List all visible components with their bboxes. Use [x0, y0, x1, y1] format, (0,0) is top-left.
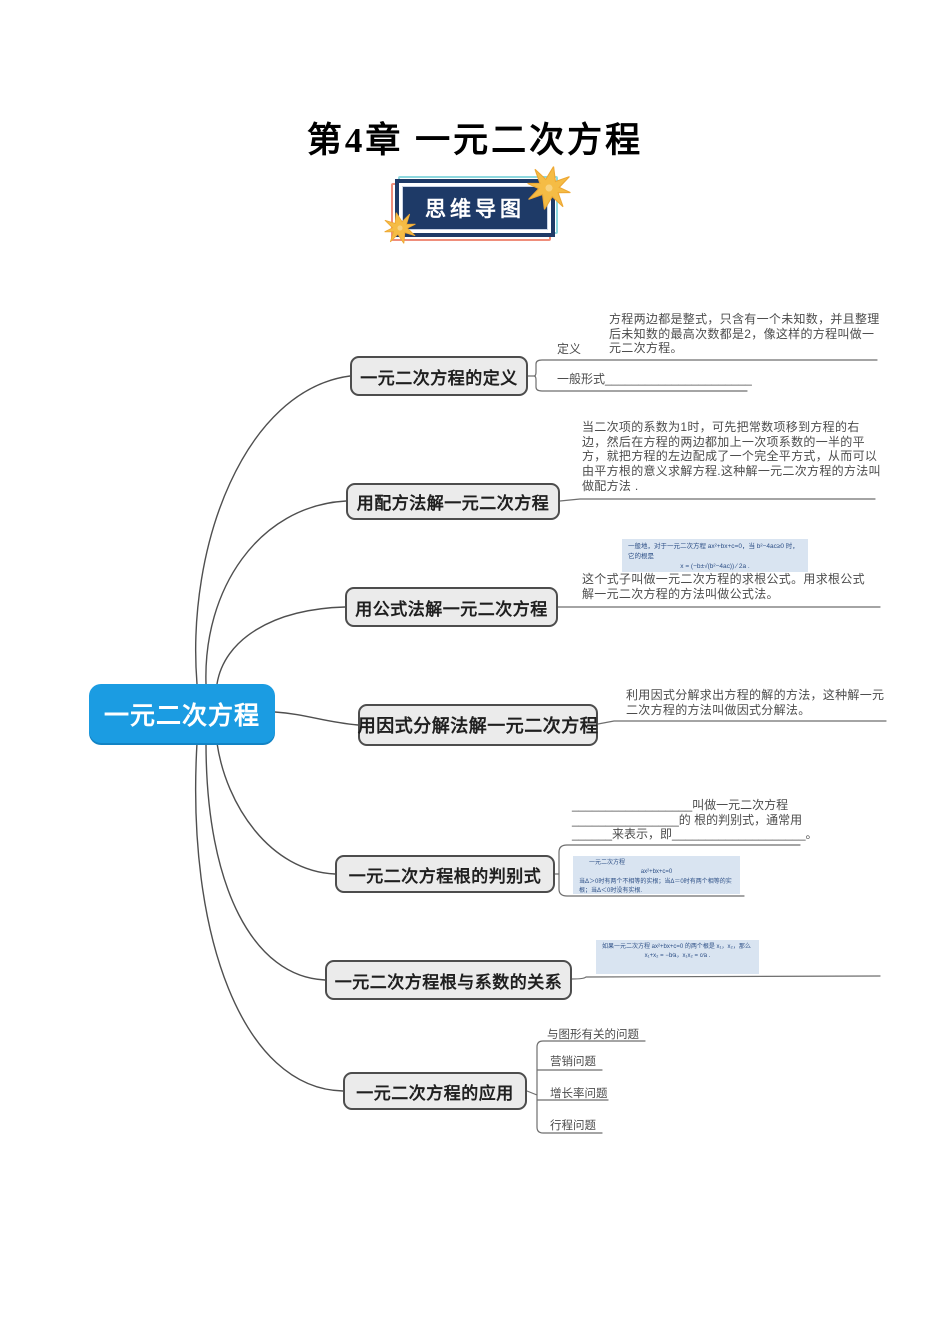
curve-to-definition	[195, 375, 351, 685]
vieta-box-formulas: x₁+x₂ = −b∕a，x₁x₂ = c∕a .	[644, 953, 711, 960]
formula-method-box: 一般地，对于一元二次方程 ax²+bx+c=0，当 b²−4ac≥0 时，它的根…	[622, 539, 808, 572]
vieta-underline	[571, 975, 881, 980]
discriminant-box-title: 一元二次方程	[589, 860, 626, 866]
badge-core: 思维导图	[395, 179, 555, 237]
star-icon	[527, 164, 571, 212]
branch-node-completing-square: 用配方法解一元二次方程	[346, 483, 560, 520]
page-title: 第4章 一元二次方程	[306, 121, 644, 160]
branch-node-applications: 一元二次方程的应用	[343, 1072, 527, 1110]
factoring-text: 利用因式分解求出方程的解的方法，这种解一元二次方程的方法叫做因式分解法。	[626, 688, 885, 717]
curve-to-applications	[194, 742, 344, 1092]
factoring-underline	[597, 720, 887, 725]
application-item-travel: 行程问题	[550, 1120, 596, 1132]
root-node-label: 一元二次方程	[103, 701, 260, 730]
definition-text: 方程两边都是整式，只含有一个未知数，并且整理后未知数的最高次数都是2，像这样的方…	[609, 312, 880, 356]
vieta-box: 如果一元二次方程 ax²+bx+c=0 的两个根是 x₁，x₂，那么 x₁+x₂…	[596, 940, 759, 974]
quadratic-formula: x = (−b±√(b²−4ac)) ∕ 2a .	[680, 563, 750, 571]
application-item-geometry: 与图形有关的问题	[547, 1029, 639, 1041]
curve-to-discriminant	[216, 742, 336, 875]
curve-to-factoring	[274, 711, 359, 726]
definition-general-form: 一般形式______________________	[557, 372, 752, 386]
formula-box-statement: 一般地，对于一元二次方程 ax²+bx+c=0，当 b²−4ac≥0 时，它的根…	[628, 543, 799, 561]
branch-node-factoring: 用因式分解法解一元二次方程	[358, 704, 598, 746]
formula-method-text: 这个式子叫做一元二次方程的求根公式。用求根公式解一元二次方程的方法叫做公式法。	[582, 572, 865, 601]
completing-square-text: 当二次项的系数为1时，可先把常数项移到方程的右边，然后在方程的两边都加上一次项系…	[582, 420, 881, 493]
application-item-growth-rate: 增长率问题	[550, 1088, 608, 1100]
application-item-marketing: 营销问题	[550, 1056, 596, 1068]
curve-to-completing-square	[205, 500, 347, 685]
curve-to-vieta	[205, 742, 326, 981]
discriminant-box: 一元二次方程 ax²+bx+c=0 当Δ＞0时有两个不相等的实根；当Δ＝0时有两…	[573, 856, 740, 894]
branch-node-discriminant: 一元二次方程根的判别式	[335, 855, 555, 893]
vieta-box-statement: 如果一元二次方程 ax²+bx+c=0 的两个根是 x₁，x₂，那么	[602, 944, 751, 950]
root-node: 一元二次方程	[89, 684, 275, 743]
star-icon	[384, 211, 416, 245]
branch-node-formula-method: 用公式法解一元二次方程	[345, 587, 558, 627]
discriminant-fill-text: __________________叫做一元二次方程______________…	[572, 798, 818, 842]
curve-to-formula-method	[216, 606, 346, 685]
discriminant-box-equation: ax²+bx+c=0	[640, 869, 673, 876]
completing-square-underline	[559, 498, 876, 502]
mindmap-badge: 思维导图	[391, 176, 558, 241]
branch-node-vieta: 一元二次方程根与系数的关系	[325, 960, 572, 1000]
branch-node-definition: 一元二次方程的定义	[350, 356, 528, 396]
discriminant-box-cases: 当Δ＞0时有两个不相等的实根；当Δ＝0时有两个相等的实根；当Δ＜0时没有实根.	[579, 878, 732, 894]
badge-label: 思维导图	[425, 198, 525, 221]
definition-sub-label: 定义	[557, 342, 582, 356]
